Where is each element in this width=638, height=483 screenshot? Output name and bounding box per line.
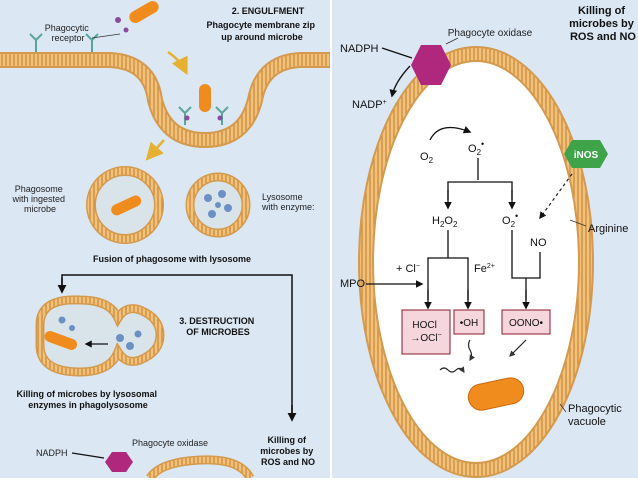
hydrogen-peroxide-label: H2O2 <box>432 215 458 229</box>
superoxide-label: O2• <box>468 139 484 157</box>
leader-line <box>445 37 459 45</box>
no-production-arrow-icon <box>539 173 573 220</box>
killing-lysosomal-label: Killing of microbes by lysosomal enzymes… <box>16 389 159 410</box>
nadp-arrow-icon <box>389 65 411 98</box>
step2-title: 2. ENGULFMENT <box>232 6 305 16</box>
step3-title: 3. DESTRUCTION OF MICROBES <box>179 316 257 337</box>
killing-title: Killing of microbes by ROS and NO <box>569 5 637 43</box>
nadph-line <box>381 47 413 59</box>
ligand-icon <box>184 115 190 121</box>
phagosome-label: Phagosome with ingested microbe <box>11 184 67 214</box>
bottom-killing-label: Killing of microbes by ROS and NO <box>260 435 316 467</box>
nadp-label: NADP+ <box>352 99 387 111</box>
hydroxyl-label: •OH <box>460 318 479 329</box>
bottom-membrane-lipids <box>147 456 253 480</box>
engulf-arrow-icon <box>167 50 188 76</box>
phagocyte-oxidase-icon <box>411 45 451 85</box>
ligand-icon <box>217 115 223 121</box>
iron-label: Fe2+ <box>474 263 495 275</box>
phagosome-membrane <box>87 167 163 243</box>
superoxide-2-label: O2• <box>502 211 518 229</box>
phagocyte-oxidase-label: Phagocyte oxidase <box>448 28 533 39</box>
attack-arrow-icon <box>509 339 527 357</box>
phagocyte-oxidase-icon <box>105 452 133 472</box>
lysosome-membrane <box>187 174 249 236</box>
hydroxyl-box <box>453 309 485 335</box>
peroxynitrite-box <box>501 309 551 335</box>
vacuole-membrane <box>360 48 592 476</box>
inos-icon <box>564 140 608 168</box>
phagocytic-receptor-icon <box>29 33 229 125</box>
arginine-label: Arginine <box>588 223 628 235</box>
attack-arrow-icon <box>467 339 476 362</box>
enzyme-icon <box>204 190 232 218</box>
cell-membrane-lipids <box>0 54 330 147</box>
ligand-icon <box>123 27 129 33</box>
nadph-label: NADPH <box>340 43 379 55</box>
leader-line <box>569 219 587 227</box>
inos-label: iNOS <box>574 150 599 161</box>
vacuole-label: Phagocytic vacuole <box>568 403 625 428</box>
left-panel: Phagocytic receptor 2. ENGULFMENT Phagoc… <box>0 0 330 481</box>
left-background <box>0 0 330 478</box>
oxidation-arrow-icon <box>429 126 472 141</box>
bottom-oxidase-label: Phagocyte oxidase <box>132 438 208 448</box>
nitric-oxide-label: NO <box>530 237 547 249</box>
flow-line <box>427 257 469 300</box>
microbe-icon <box>129 1 159 23</box>
leader-line <box>91 33 121 39</box>
enzyme-icon <box>58 316 142 350</box>
hocl-box <box>401 309 451 355</box>
oxygen-label: O2 <box>420 151 434 165</box>
leader-line <box>559 403 567 413</box>
attack-arrow-icon <box>439 366 465 373</box>
phagolysosome-membrane <box>37 296 164 376</box>
leader-line <box>71 452 105 459</box>
bottom-nadph-label: NADPH <box>36 448 68 458</box>
microbe-icon <box>467 377 525 411</box>
microbe-icon <box>199 84 211 112</box>
step2-desc: Phagocyte membrane zip up around microbe <box>206 20 317 42</box>
chloride-label: + Cl− <box>396 263 420 275</box>
microbe-icon <box>111 195 142 216</box>
engulf-arrow-icon <box>145 139 165 161</box>
right-panel: Phagocyte oxidase NADPH NADP+ Killing of… <box>332 0 638 478</box>
peroxynitrite-label: OONO• <box>509 318 544 329</box>
phagocytic-receptor-label: Phagocytic receptor <box>45 23 92 43</box>
ligand-icon <box>115 17 121 23</box>
fusion-label: Fusion of phagosome with lysosome <box>93 254 251 264</box>
mpo-label: MPO <box>340 278 366 290</box>
microbe-icon <box>44 331 78 350</box>
hocl-label: HOCl →OCl− <box>410 320 441 344</box>
lysosome-label: Lysosome with enzyme: <box>261 192 315 212</box>
